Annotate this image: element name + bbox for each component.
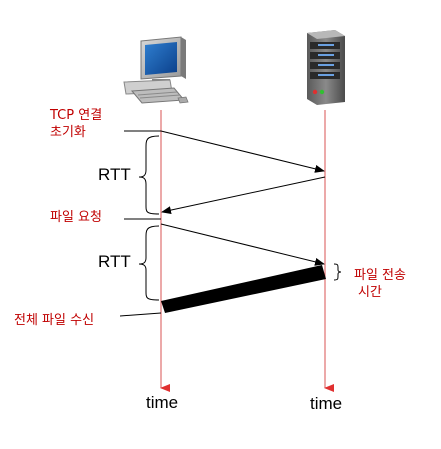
desktop-computer-icon <box>123 36 189 104</box>
rtt-label-1: RTT <box>98 165 131 184</box>
client-time-label: time <box>146 393 178 412</box>
server-tower-icon <box>307 30 345 105</box>
file-transfer-bar <box>161 265 326 313</box>
tcp-init-label-line2: 초기화 <box>50 125 86 140</box>
synack-arrow <box>161 176 326 215</box>
request-arrow <box>160 223 325 266</box>
file-transfer-label-line1: 파일 전송 <box>354 268 406 283</box>
server-time-label: time <box>310 394 342 413</box>
file-received-label: 전체 파일 수신 <box>14 313 94 328</box>
rtt-brace-1 <box>138 135 160 215</box>
rtt-label-2: RTT <box>98 252 131 271</box>
file-transfer-label-line2: 시간 <box>358 285 382 300</box>
syn-arrow <box>160 130 325 173</box>
rtt-brace-2 <box>138 225 160 301</box>
file-request-label: 파일 요청 <box>50 210 102 225</box>
file-received-leader <box>119 312 162 317</box>
transfer-time-brace <box>333 263 342 281</box>
tcp-init-label-line1: TCP 연결 <box>49 108 102 123</box>
